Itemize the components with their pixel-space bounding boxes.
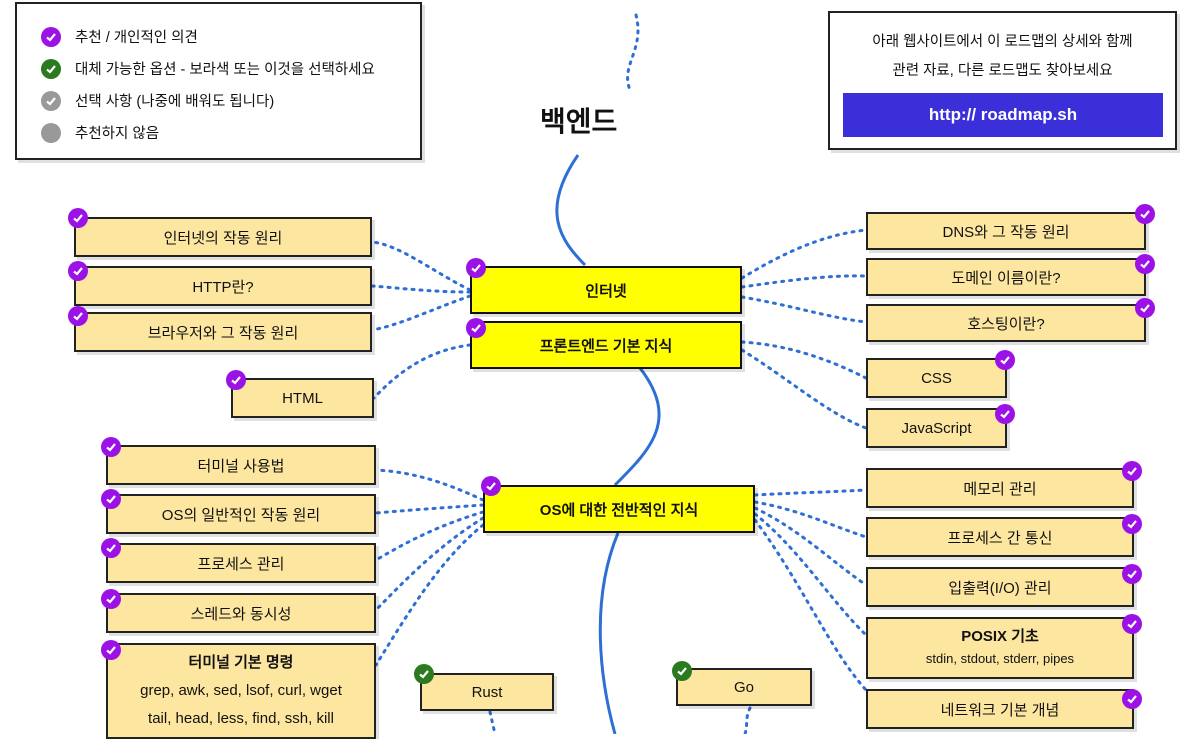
info-line-2: 관련 자료, 다른 로드맵도 찾아보세요 — [892, 63, 1113, 79]
purple-check-icon — [68, 261, 88, 281]
posix-heading: POSIX 기초 — [961, 628, 1039, 645]
purple-check-icon — [995, 404, 1015, 424]
purple-check-icon — [1135, 254, 1155, 274]
purple-check-icon — [1122, 614, 1142, 634]
subtopic-networking-basics[interactable]: 네트워크 기본 개념 — [866, 689, 1134, 729]
green-check-icon — [41, 58, 61, 79]
legend-row-alternative: 대체 가능한 옵션 - 보라색 또는 이것을 선택하세요 — [41, 58, 375, 79]
subtopic-javascript[interactable]: JavaScript — [866, 408, 1007, 448]
language-rust[interactable]: Rust — [420, 673, 554, 711]
purple-check-icon — [101, 640, 121, 660]
subtopic-posix-basics[interactable]: POSIX 기초 stdin, stdout, stderr, pipes — [866, 617, 1134, 679]
subtopic-html[interactable]: HTML — [231, 378, 374, 418]
subtopic-threads-concurrency[interactable]: 스레드와 동시성 — [106, 593, 376, 633]
subtopic-what-is-http[interactable]: HTTP란? — [74, 266, 372, 306]
purple-check-icon — [1135, 204, 1155, 224]
purple-check-icon — [101, 589, 121, 609]
green-check-icon — [414, 664, 434, 684]
legend-label: 선택 사항 (나중에 배워도 됩니다) — [75, 94, 275, 110]
gray-dot-icon — [41, 122, 61, 143]
purple-check-icon — [1122, 461, 1142, 481]
purple-check-icon — [1135, 298, 1155, 318]
green-check-icon — [672, 661, 692, 681]
subtopic-terminal-usage[interactable]: 터미널 사용법 — [106, 445, 376, 485]
purple-check-icon — [101, 437, 121, 457]
info-panel: 아래 웹사이트에서 이 로드맵의 상세와 함께 관련 자료, 다른 로드맵도 찾… — [828, 11, 1177, 150]
topic-internet[interactable]: 인터넷 — [470, 266, 742, 314]
purple-check-icon — [41, 26, 61, 47]
legend-row-not-recommended: 추천하지 않음 — [41, 122, 159, 143]
subtopic-dns[interactable]: DNS와 그 작동 원리 — [866, 212, 1146, 250]
purple-check-icon — [68, 208, 88, 228]
page-title: 백엔드 — [540, 106, 618, 137]
legend-label: 추천 / 개인적인 의견 — [75, 30, 198, 46]
purple-check-icon — [995, 350, 1015, 370]
subtopic-terminal-commands[interactable]: 터미널 기본 명령 grep, awk, sed, lsof, curl, wg… — [106, 643, 376, 739]
purple-check-icon — [466, 258, 486, 278]
subtopic-how-internet-works[interactable]: 인터넷의 작동 원리 — [74, 217, 372, 257]
gray-check-icon — [41, 90, 61, 111]
subtopic-hosting[interactable]: 호스팅이란? — [866, 304, 1146, 342]
topic-os-knowledge[interactable]: OS에 대한 전반적인 지식 — [483, 485, 755, 533]
purple-check-icon — [481, 476, 501, 496]
legend-row-recommended: 추천 / 개인적인 의견 — [41, 26, 198, 47]
purple-check-icon — [101, 538, 121, 558]
purple-check-icon — [1122, 564, 1142, 584]
legend-label: 대체 가능한 옵션 - 보라색 또는 이것을 선택하세요 — [75, 62, 375, 78]
subtopic-browsers[interactable]: 브라우저와 그 작동 원리 — [74, 312, 372, 352]
terminal-commands-heading: 터미널 기본 명령 — [188, 654, 294, 671]
subtopic-process-management[interactable]: 프로세스 관리 — [106, 543, 376, 583]
terminal-commands-line-1: grep, awk, sed, lsof, curl, wget — [140, 682, 342, 699]
legend-row-optional: 선택 사항 (나중에 배워도 됩니다) — [41, 90, 274, 111]
subtopic-css[interactable]: CSS — [866, 358, 1007, 398]
topic-frontend-basics[interactable]: 프론트엔드 기본 지식 — [470, 321, 742, 369]
subtopic-io-management[interactable]: 입출력(I/O) 관리 — [866, 567, 1134, 607]
purple-check-icon — [101, 489, 121, 509]
roadmap-link-button[interactable]: http:// roadmap.sh — [843, 93, 1163, 137]
subtopic-os-how-works[interactable]: OS의 일반적인 작동 원리 — [106, 494, 376, 534]
subtopic-domain-name[interactable]: 도메인 이름이란? — [866, 258, 1146, 296]
purple-check-icon — [1122, 514, 1142, 534]
posix-sub: stdin, stdout, stderr, pipes — [925, 651, 1075, 666]
purple-check-icon — [68, 306, 88, 326]
subtopic-ipc[interactable]: 프로세스 간 통신 — [866, 517, 1134, 557]
purple-check-icon — [226, 370, 246, 390]
legend-panel: 추천 / 개인적인 의견 대체 가능한 옵션 - 보라색 또는 이것을 선택하세… — [15, 2, 422, 160]
purple-check-icon — [1122, 689, 1142, 709]
language-go[interactable]: Go — [676, 668, 812, 706]
purple-check-icon — [466, 318, 486, 338]
info-line-1: 아래 웹사이트에서 이 로드맵의 상세와 함께 — [872, 34, 1133, 50]
legend-label: 추천하지 않음 — [75, 126, 160, 142]
subtopic-memory-management[interactable]: 메모리 관리 — [866, 468, 1134, 508]
terminal-commands-line-2: tail, head, less, find, ssh, kill — [148, 710, 334, 727]
